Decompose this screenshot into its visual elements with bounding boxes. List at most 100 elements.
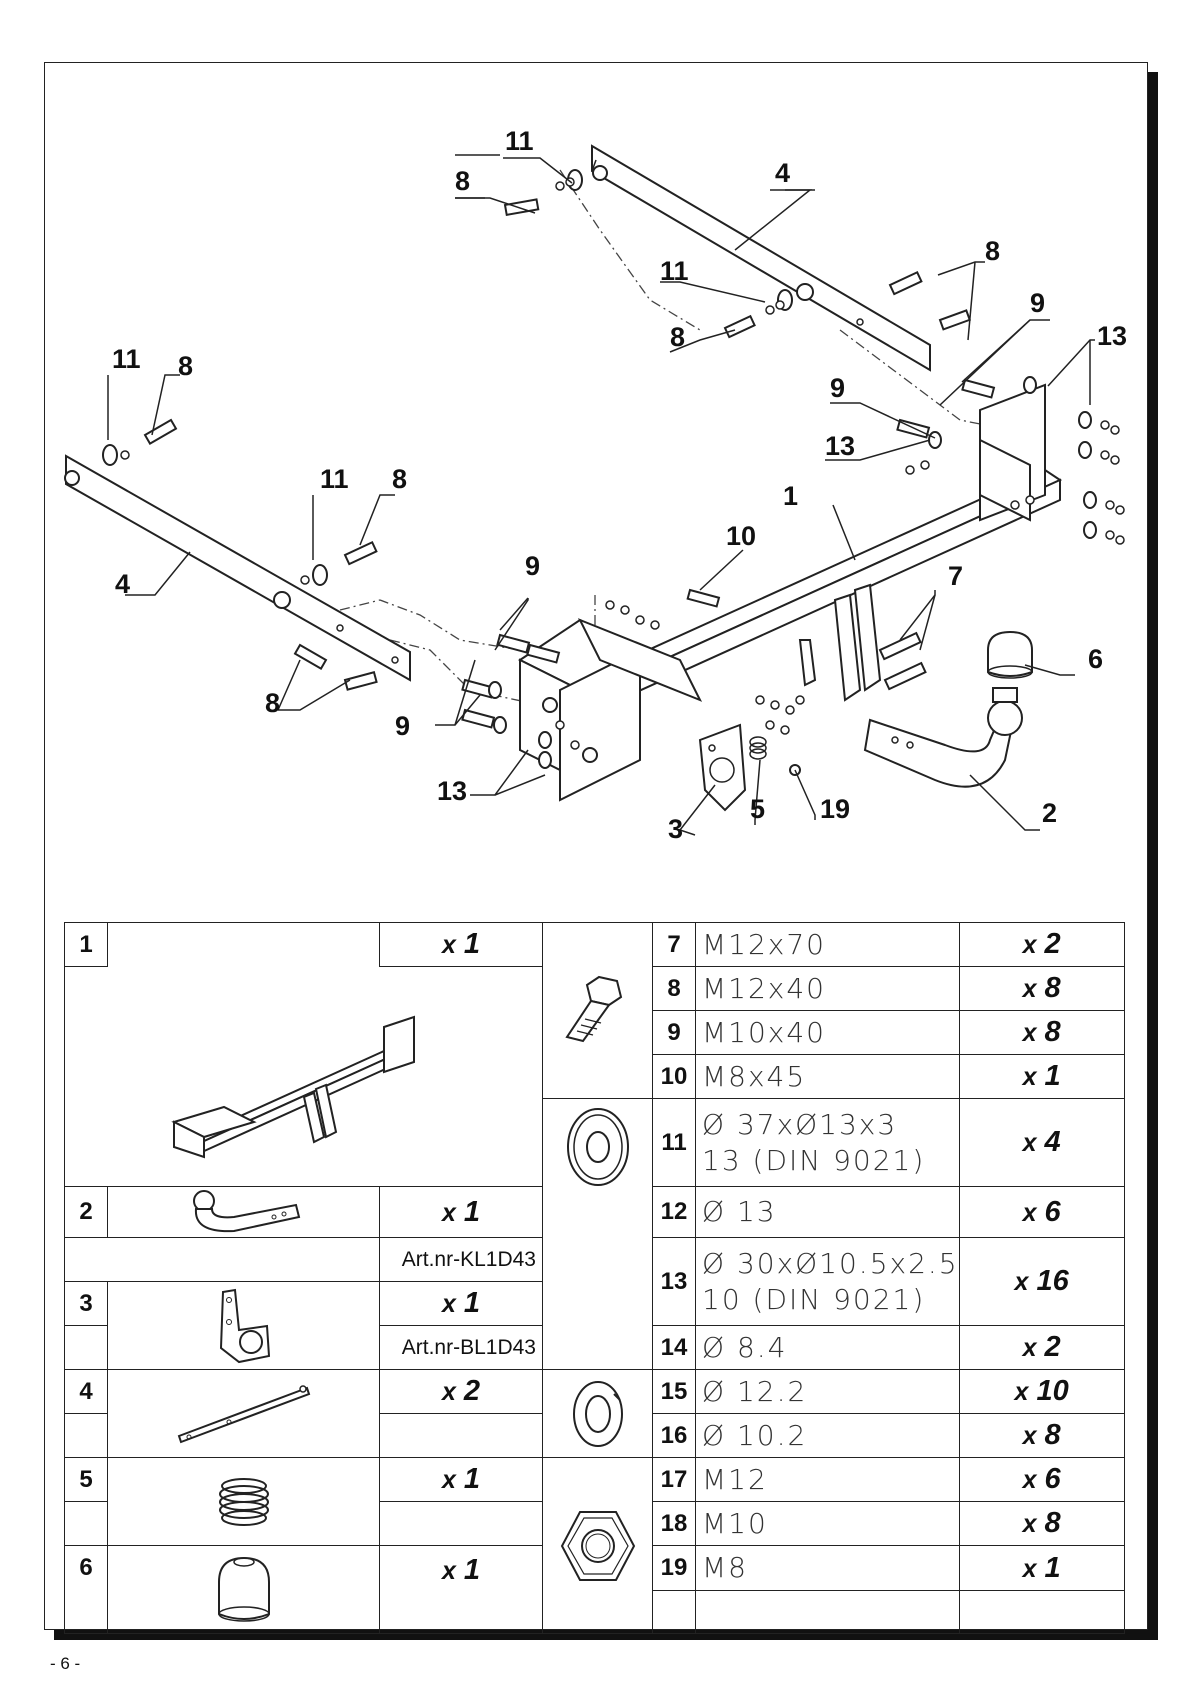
crossbar-icon bbox=[170, 1015, 415, 1158]
callout-6: 6 bbox=[1088, 644, 1103, 674]
item-number: 19 bbox=[652, 1545, 696, 1634]
article-number: Art.nr-KL1D43 bbox=[379, 1237, 543, 1282]
callout-9: 9 bbox=[525, 551, 540, 581]
callout-4: 4 bbox=[775, 158, 790, 188]
item-spec: M8x45 bbox=[695, 1054, 960, 1099]
item-spec: M12x70 bbox=[695, 922, 960, 967]
spring-icon bbox=[218, 1477, 269, 1526]
spring bbox=[749, 736, 801, 776]
item-spec: Ø 8.4 bbox=[695, 1325, 960, 1370]
callout-11: 11 bbox=[112, 344, 141, 374]
item-spec: Ø 13 bbox=[695, 1186, 960, 1238]
callout-8: 8 bbox=[392, 464, 407, 494]
item-spec: M12 bbox=[695, 1457, 960, 1502]
item-number: 13 bbox=[652, 1237, 696, 1326]
callout-9: 9 bbox=[830, 373, 845, 403]
cap-illustration-cell bbox=[107, 1545, 380, 1634]
bolt-illustration-cell bbox=[542, 922, 653, 1099]
callout-11: 11 bbox=[660, 256, 689, 286]
tow-ball-cap-icon bbox=[217, 1556, 270, 1622]
item-quantity: x 1 bbox=[379, 1281, 543, 1326]
item-number: 2 bbox=[64, 1186, 108, 1238]
callout-8: 8 bbox=[985, 236, 1000, 266]
lock-washer-illustration-cell bbox=[542, 1369, 653, 1458]
item-number: 15 bbox=[652, 1369, 696, 1414]
callout-13: 13 bbox=[1097, 321, 1127, 351]
nut-illustration-cell bbox=[542, 1457, 653, 1634]
article-number: Art.nr-BL1D43 bbox=[379, 1325, 543, 1370]
item-quantity: x 8 bbox=[958, 1413, 1125, 1458]
parts-list-table: 1 x 1 7 M12x70 x 2 bbox=[64, 922, 1125, 1634]
item-number: 17 bbox=[652, 1457, 696, 1502]
item-quantity: x 1 bbox=[379, 1545, 543, 1634]
bracket-icon bbox=[177, 1384, 310, 1443]
lock-washer-icon bbox=[572, 1380, 623, 1447]
item-quantity: x 1 bbox=[958, 1545, 1125, 1634]
item-number: 6 bbox=[64, 1545, 108, 1634]
spring-illustration-cell bbox=[107, 1457, 380, 1546]
item-number: 7 bbox=[652, 922, 696, 967]
item-quantity: x 4 bbox=[958, 1098, 1125, 1187]
item-spec: M12x40 bbox=[695, 966, 960, 1011]
item-number: 12 bbox=[652, 1186, 696, 1238]
callout-4: 4 bbox=[115, 569, 130, 599]
tow-ball-illustration-cell bbox=[107, 1186, 380, 1238]
item-number: 11 bbox=[652, 1098, 696, 1187]
item-quantity: x 1 bbox=[958, 1054, 1125, 1099]
washers bbox=[102, 169, 1097, 769]
item-spec: M8 bbox=[695, 1545, 960, 1634]
side-bracket-lower bbox=[64, 454, 411, 682]
tow-ball-icon bbox=[192, 1190, 300, 1233]
item-number: 4 bbox=[64, 1369, 108, 1414]
tow-ball-cap bbox=[987, 630, 1033, 679]
item-number: 5 bbox=[64, 1457, 108, 1502]
washer-icon bbox=[566, 1108, 629, 1186]
exploded-assembly-diagram: 11 8 4 8 11 8 9 13 9 13 11 8 11 8 4 1 10… bbox=[64, 126, 1127, 844]
item-spec: M10 bbox=[695, 1501, 960, 1546]
item-quantity: x 2 bbox=[958, 1325, 1125, 1370]
item-spec: Ø 12.2 bbox=[695, 1369, 960, 1414]
item-number: 1 bbox=[64, 922, 108, 967]
callout-9: 9 bbox=[395, 711, 410, 741]
item-quantity: x 2 bbox=[958, 922, 1125, 967]
item-number: 8 bbox=[652, 966, 696, 1011]
item-quantity: x 1 bbox=[379, 922, 543, 967]
item-number: 14 bbox=[652, 1325, 696, 1370]
item-quantity: x 10 bbox=[958, 1369, 1125, 1414]
item-quantity: x 8 bbox=[958, 1501, 1125, 1546]
tow-ball bbox=[863, 687, 1023, 788]
item-number: 16 bbox=[652, 1413, 696, 1458]
callout-13: 13 bbox=[437, 776, 467, 806]
callout-8: 8 bbox=[455, 166, 470, 196]
item-quantity: x 8 bbox=[958, 966, 1125, 1011]
callout-2: 2 bbox=[1042, 798, 1057, 828]
item-number: 9 bbox=[652, 1010, 696, 1055]
hex-nut-icon bbox=[560, 1510, 635, 1581]
callout-8: 8 bbox=[670, 322, 685, 352]
bolts bbox=[143, 198, 996, 729]
item-quantity: x 8 bbox=[958, 1010, 1125, 1055]
leader-lines bbox=[107, 154, 1095, 836]
item-quantity: x 6 bbox=[958, 1457, 1125, 1502]
callout-1: 1 bbox=[783, 481, 798, 511]
callout-10: 10 bbox=[726, 521, 756, 551]
item-spec: Ø 10.2 bbox=[695, 1413, 960, 1458]
callout-11: 11 bbox=[320, 464, 349, 494]
item-number: 10 bbox=[652, 1054, 696, 1099]
bolt-icon bbox=[564, 975, 622, 1042]
callout-11: 11 bbox=[505, 126, 534, 156]
crossbar-illustration-cell bbox=[64, 966, 543, 1187]
callout-8: 8 bbox=[178, 351, 193, 381]
callout-labels: 11 8 4 8 11 8 9 13 9 13 11 8 11 8 4 1 10… bbox=[112, 126, 1127, 844]
callout-19: 19 bbox=[820, 794, 850, 824]
main-crossbar bbox=[518, 383, 1063, 802]
page-number: - 6 - bbox=[50, 1654, 81, 1673]
socket-plate-illustration-cell bbox=[107, 1281, 380, 1370]
item-quantity: x 1 bbox=[379, 1457, 543, 1502]
callout-7: 7 bbox=[948, 561, 963, 591]
side-bracket-upper bbox=[591, 144, 931, 372]
item-quantity: x 16 bbox=[958, 1237, 1125, 1326]
callout-5: 5 bbox=[750, 794, 765, 824]
